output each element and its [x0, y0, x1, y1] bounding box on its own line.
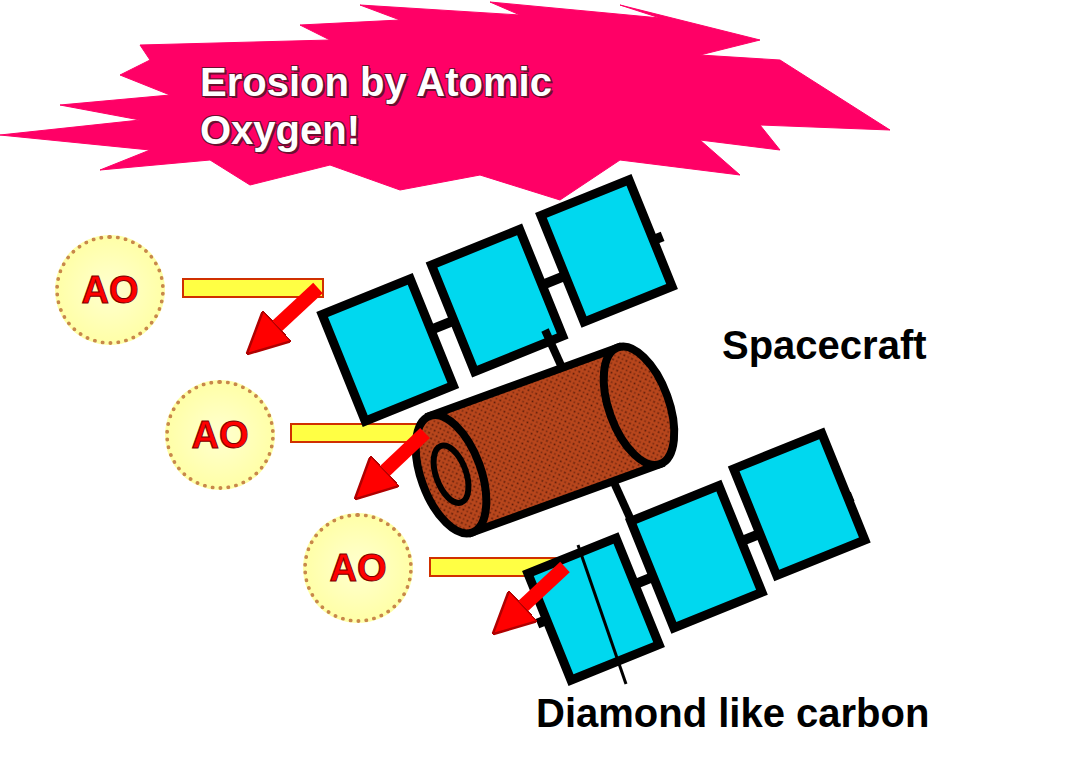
particle-circle: AO	[303, 513, 413, 623]
particle-label: AO	[82, 269, 139, 312]
title: Erosion by Atomic Oxygen!	[200, 58, 640, 154]
particle-label: AO	[330, 547, 387, 590]
title-burst	[0, 2, 890, 200]
part-label: Spacecraft	[722, 322, 927, 368]
particle-circle: AO	[55, 235, 165, 345]
particle-circle: AO	[165, 380, 275, 490]
solar-array	[511, 431, 877, 684]
particle-label: AO	[192, 414, 249, 457]
part-label: Diamond like carbon	[536, 690, 929, 736]
leader-line	[578, 545, 626, 684]
